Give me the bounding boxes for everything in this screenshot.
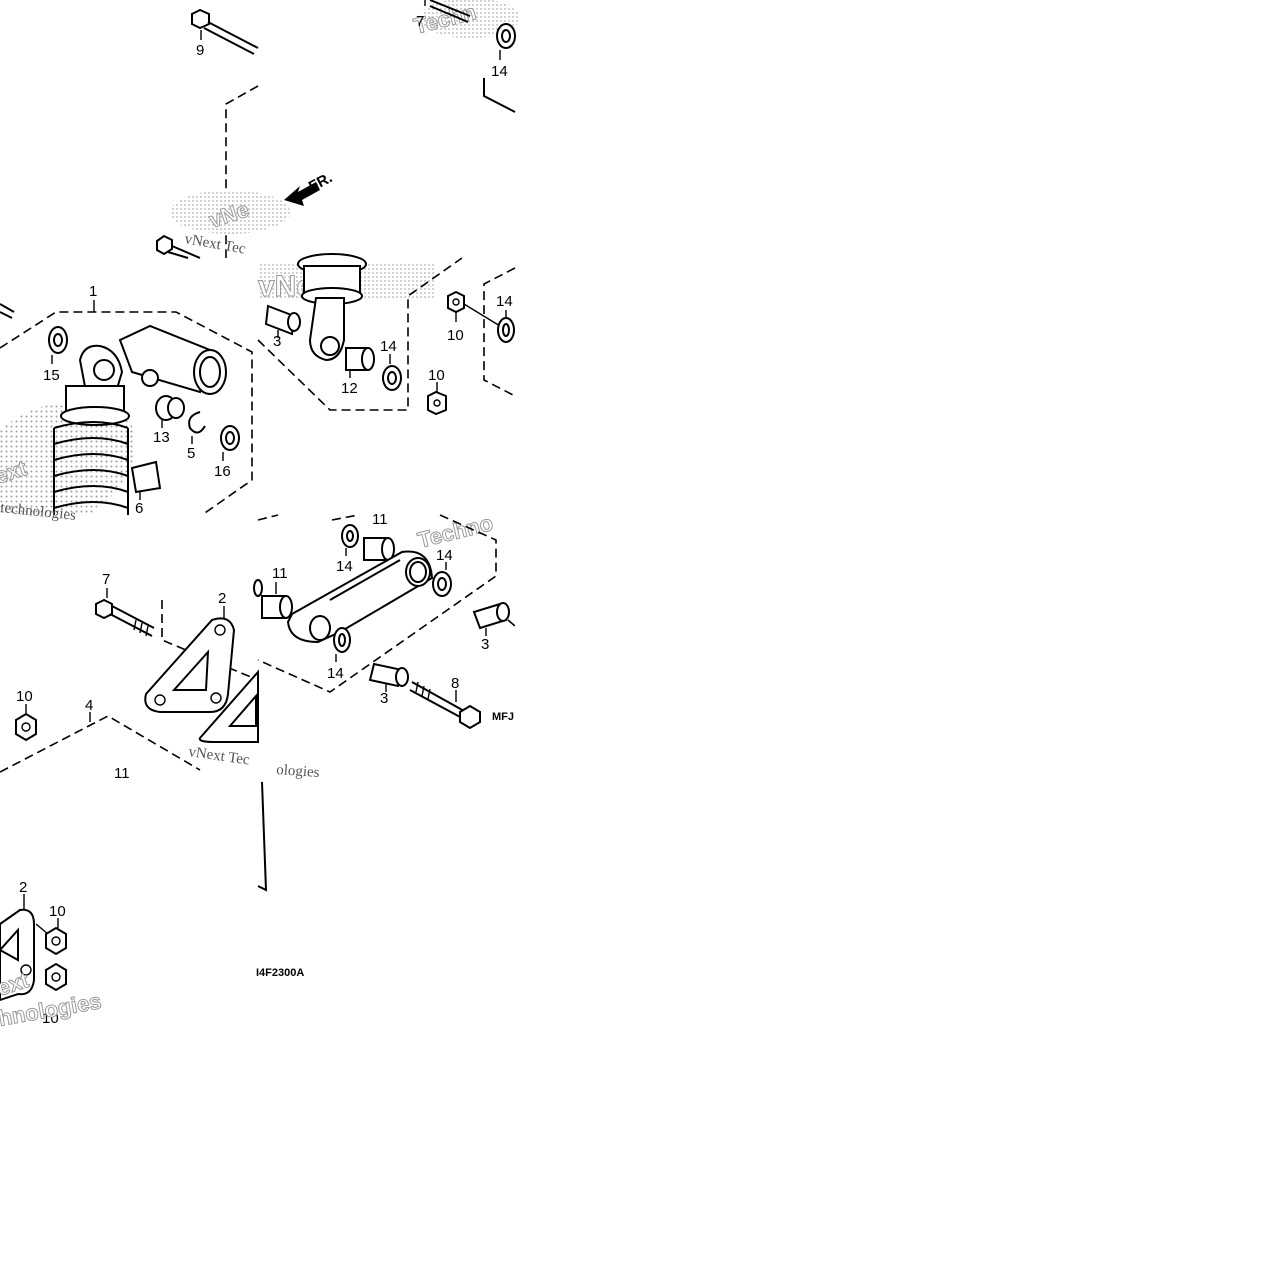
callout-6: 6 bbox=[135, 500, 143, 517]
tile-shock-lower-mount: vNext 3 12 14 bbox=[257, 253, 516, 416]
collar-3-icon bbox=[264, 304, 301, 336]
tile-shock-absorber: 1 15 bbox=[0, 283, 253, 524]
front-arrow-icon bbox=[284, 182, 320, 206]
watermark-text-c: ologies bbox=[276, 762, 321, 781]
nut-10-icon bbox=[45, 926, 67, 956]
washer-14-icon bbox=[496, 23, 516, 49]
bearing-11-icon bbox=[261, 595, 293, 619]
circlip-5-icon bbox=[188, 411, 206, 434]
callout-10e: 10 bbox=[42, 1010, 59, 1027]
callout-11b: 11 bbox=[272, 565, 288, 582]
callout-8: 8 bbox=[451, 675, 459, 692]
washer-14-icon bbox=[341, 524, 359, 548]
callout-13: 13 bbox=[153, 429, 170, 446]
callout-14: 14 bbox=[491, 63, 508, 80]
callout-9: 9 bbox=[196, 42, 204, 59]
tile-top-right: Techn 7 14 FR. bbox=[284, 0, 520, 206]
tile-link-plates: 7 2 10 4 11 vNext Tec bbox=[0, 571, 259, 782]
callout-2: 2 bbox=[218, 590, 226, 607]
bearing-12-icon bbox=[345, 347, 375, 371]
bolt-9-icon bbox=[191, 8, 259, 55]
dashed-frame bbox=[225, 85, 259, 258]
diagram-code-bottom: I4F2300A bbox=[256, 967, 304, 979]
callout-10d: 10 bbox=[49, 903, 66, 920]
callout-2b: 2 bbox=[19, 879, 27, 896]
tile-shock-link: Techno 14 11 14 bbox=[253, 510, 516, 781]
callout-5: 5 bbox=[187, 445, 195, 462]
callout-10c: 10 bbox=[16, 688, 33, 705]
callout-12: 12 bbox=[341, 380, 358, 397]
washer-14-icon bbox=[497, 317, 515, 343]
callout-3c: 3 bbox=[380, 690, 388, 707]
shock-link-icon bbox=[286, 550, 434, 644]
washer-14-icon bbox=[382, 365, 402, 391]
nut-10-icon bbox=[427, 390, 447, 416]
watermark-technologies: technologies bbox=[0, 500, 77, 524]
collar-3-icon bbox=[472, 602, 510, 630]
nut-10-icon bbox=[15, 712, 37, 742]
callout-7: 7 bbox=[416, 13, 424, 30]
washer-15-icon bbox=[48, 326, 68, 354]
bolt-7-icon bbox=[95, 598, 155, 637]
callout-14e: 14 bbox=[436, 547, 453, 564]
diagram-code-mid: MFJ bbox=[492, 711, 514, 723]
nut-10-icon bbox=[447, 290, 465, 314]
callout-10: 10 bbox=[447, 327, 464, 344]
callout-15: 15 bbox=[43, 367, 60, 384]
callout-16: 16 bbox=[214, 463, 231, 480]
washer-14-icon bbox=[432, 571, 452, 597]
callout-11: 11 bbox=[114, 765, 130, 782]
callout-3b: 3 bbox=[481, 636, 489, 653]
rear-shock-absorber-icon bbox=[53, 324, 227, 515]
washer-16-icon bbox=[220, 425, 240, 451]
nut-10-icon bbox=[45, 962, 67, 992]
link-plate-2-icon bbox=[144, 617, 259, 743]
link-plate-2-icon bbox=[0, 908, 35, 1002]
collar-13-icon bbox=[155, 395, 185, 421]
callout-1: 1 bbox=[89, 283, 97, 300]
callout-14f: 14 bbox=[327, 665, 344, 682]
watermark-text-b: vNext Tec bbox=[187, 744, 251, 768]
tile-top-left: 9 vNe vNext Tec bbox=[156, 8, 290, 259]
shock-lower-eye-icon bbox=[297, 253, 367, 362]
label-sticker-6-icon bbox=[130, 460, 162, 494]
callout-14d: 14 bbox=[336, 558, 353, 575]
collar-3-icon bbox=[368, 662, 409, 688]
bolt-icon bbox=[156, 234, 201, 259]
callout-4: 4 bbox=[85, 697, 93, 714]
tile-bottom-left: 2 10 10 ext hnologies bbox=[0, 879, 104, 1031]
bearing-11-icon bbox=[363, 537, 395, 561]
callout-10b: 10 bbox=[428, 367, 445, 384]
callout-3: 3 bbox=[273, 333, 281, 350]
callout-11a: 11 bbox=[372, 511, 388, 528]
watermark-text: vNext Tec bbox=[183, 231, 247, 258]
washer-14-icon bbox=[333, 627, 351, 653]
bolt-8-icon bbox=[409, 681, 481, 730]
callout-14b: 14 bbox=[380, 338, 397, 355]
callout-14c: 14 bbox=[496, 293, 513, 310]
callout-7b: 7 bbox=[102, 571, 110, 588]
tile-bottom-right: I4F2300A bbox=[256, 781, 304, 979]
watermark-techno-b: Techno bbox=[415, 510, 495, 553]
